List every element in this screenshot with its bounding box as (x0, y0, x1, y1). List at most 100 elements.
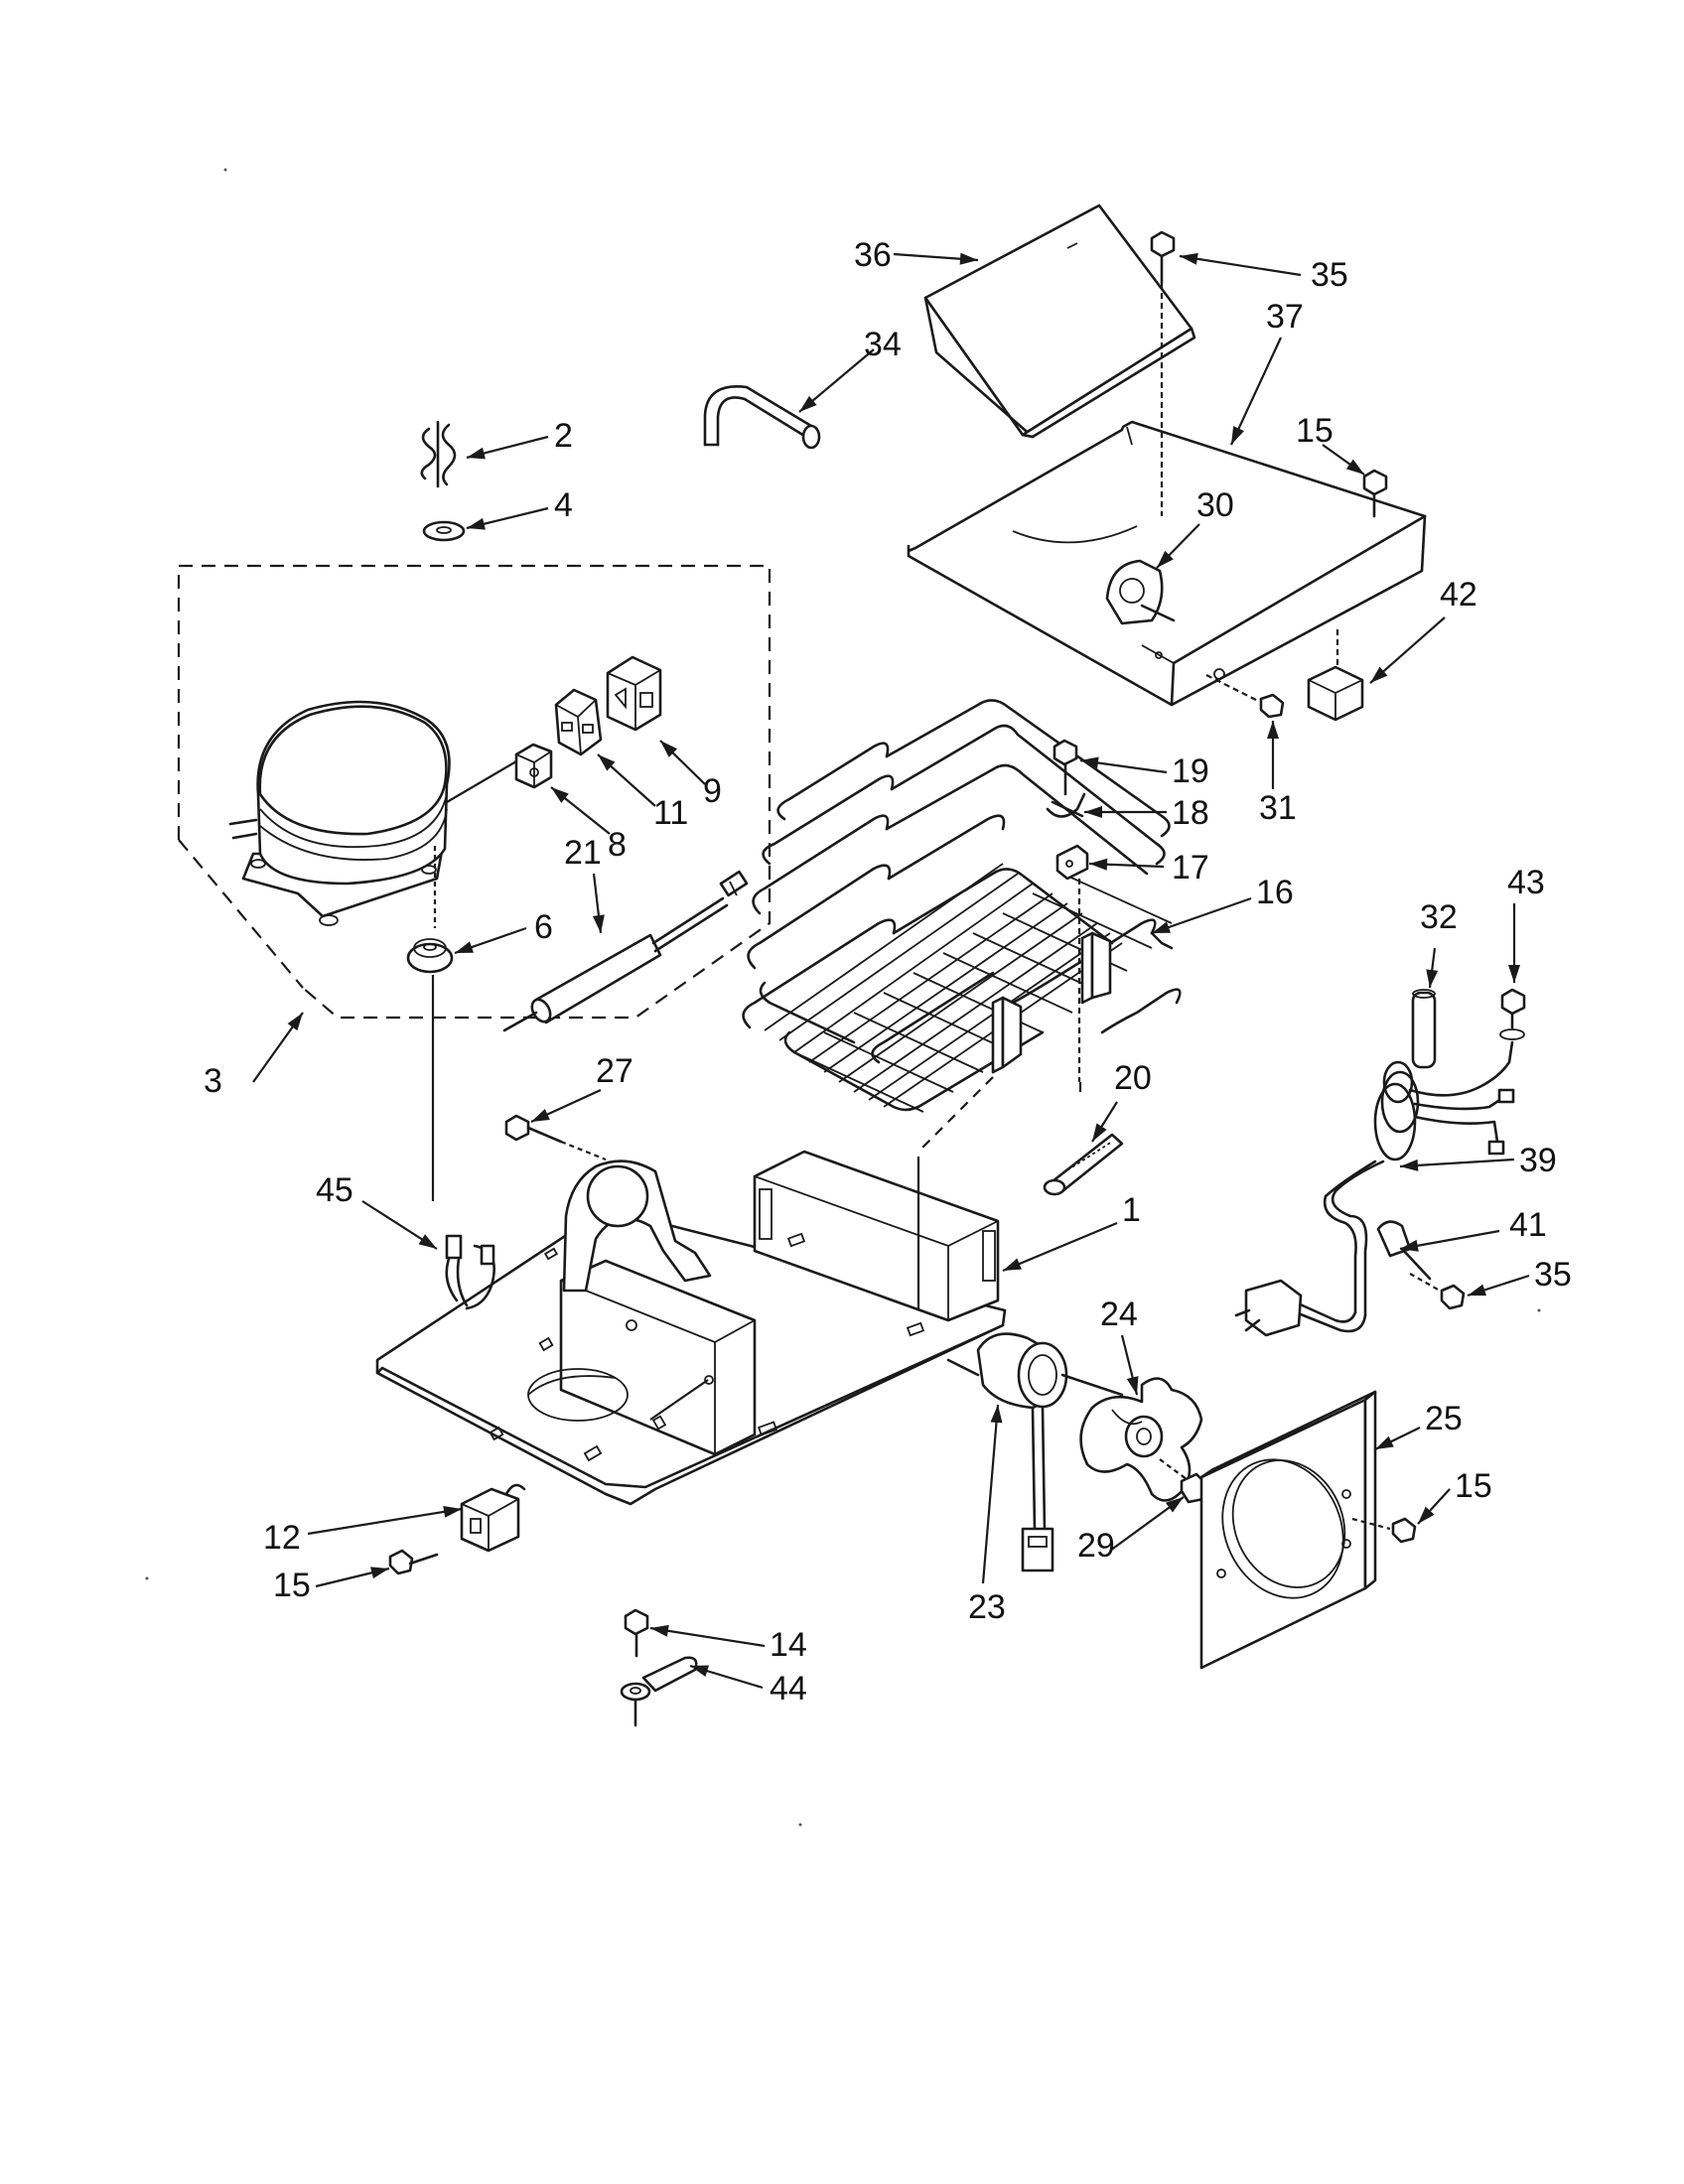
part-15-screw-left (388, 1549, 439, 1575)
callout-label-16: 16 (1256, 874, 1294, 911)
part-42-connector (1307, 625, 1364, 722)
leader-arrow-24 (1126, 1376, 1139, 1395)
leader-arrow-15b (1418, 1506, 1435, 1524)
callout-label-14: 14 (770, 1626, 807, 1664)
leader-line-39 (1399, 1158, 1515, 1168)
leader-arrow-39 (1400, 1159, 1419, 1171)
callout-label-8: 8 (608, 826, 627, 864)
callout-label-36: 36 (854, 236, 892, 274)
leader-arrow-9 (660, 741, 678, 757)
leader-arrow-45 (418, 1234, 437, 1249)
leader-arrow-8 (551, 787, 569, 803)
callout-label-15b: 15 (1455, 1467, 1492, 1505)
callout-label-42: 42 (1440, 576, 1477, 614)
part-20-tie-strap (1043, 1133, 1124, 1196)
leader-arrow-42 (1370, 666, 1388, 683)
part-9-capacitor-cover (606, 655, 662, 732)
leader-arrow-34 (799, 395, 817, 412)
leader-arrow-32 (1426, 969, 1439, 988)
leader-arrow-17 (1089, 858, 1108, 871)
leader-arrow-30 (1157, 550, 1174, 568)
leader-line-12 (307, 1507, 463, 1536)
callout-label-2: 2 (554, 417, 573, 455)
leader-line-37 (1230, 337, 1282, 446)
callout-label-32: 32 (1420, 898, 1458, 936)
part-43-screw (1499, 988, 1526, 1040)
leader-line-23 (981, 1404, 1000, 1584)
part-35-screw-top (1150, 230, 1176, 516)
leader-arrow-1 (1003, 1258, 1022, 1271)
callout-label-11: 11 (653, 794, 688, 832)
part-4-washer (422, 520, 466, 542)
part-17-block (1055, 844, 1089, 881)
leader-arrow-25 (1375, 1435, 1394, 1449)
leader-line-35a (1179, 254, 1302, 277)
leader-arrow-44 (690, 1665, 709, 1677)
callout-label-15a: 15 (1296, 412, 1333, 450)
callout-label-39: 39 (1519, 1142, 1557, 1179)
part-39-power-cord (1234, 1040, 1515, 1337)
part-12-switch (460, 1483, 526, 1553)
callout-label-9: 9 (703, 772, 722, 810)
part-24-fan-blade (1079, 1377, 1203, 1502)
callout-label-31: 31 (1259, 789, 1297, 827)
leader-line-14 (649, 1626, 766, 1648)
callout-label-44: 44 (770, 1670, 807, 1707)
leader-arrow-3 (287, 1013, 303, 1031)
leader-arrow-11 (598, 754, 616, 771)
leader-arrow-43 (1508, 965, 1520, 983)
leader-line-1 (1002, 1221, 1118, 1273)
callout-label-41: 41 (1509, 1206, 1547, 1244)
leader-arrow-35b (1468, 1284, 1486, 1297)
leader-arrow-41 (1400, 1239, 1419, 1252)
part-44-clip (620, 1656, 698, 1727)
callout-label-24: 24 (1100, 1296, 1138, 1333)
part-23-fan-motor (946, 1332, 1124, 1572)
leader-arrow-23 (990, 1405, 1003, 1424)
callout-label-18: 18 (1172, 794, 1209, 832)
leader-arrow-37 (1231, 426, 1245, 445)
part-21-drier (502, 870, 749, 1032)
leader-arrow-27 (531, 1109, 550, 1122)
part-37-bracket (907, 420, 1427, 707)
leader-arrow-19 (1080, 756, 1099, 769)
part-27-screw (504, 1114, 607, 1161)
part-11-relay (554, 688, 603, 756)
callout-label-1: 1 (1122, 1191, 1141, 1229)
callout-label-29: 29 (1077, 1527, 1115, 1565)
leader-arrow-29 (1165, 1497, 1184, 1513)
callout-label-15c: 15 (273, 1567, 311, 1604)
part-45-harness (445, 1234, 495, 1310)
leader-arrow-15a (1345, 459, 1364, 475)
part-15-screw-right (1351, 1517, 1417, 1544)
part-30-actuator (1105, 559, 1176, 625)
leader-arrow-6 (455, 941, 474, 953)
leader-arrow-18 (1084, 806, 1102, 818)
leader-arrow-36 (959, 252, 978, 265)
leader-arrow-4 (467, 517, 486, 530)
leader-arrow-31 (1267, 721, 1279, 739)
callout-label-19: 19 (1172, 752, 1209, 790)
callout-label-37: 37 (1266, 298, 1304, 336)
part-14-screw (624, 1608, 649, 1658)
part-3-compressor (228, 700, 517, 926)
part-36-cover (923, 204, 1196, 439)
part-35-screw-right (1409, 1273, 1466, 1310)
callout-label-34: 34 (864, 326, 902, 363)
callout-label-23: 23 (968, 1588, 1006, 1626)
leader-arrow-14 (650, 1624, 669, 1637)
part-15-screw-top (1362, 469, 1388, 518)
part-8-overload (514, 743, 553, 789)
callout-label-43: 43 (1507, 864, 1545, 901)
callout-label-6: 6 (534, 908, 553, 946)
part-34-hose (703, 385, 821, 450)
leader-arrow-35a (1180, 252, 1198, 265)
callout-label-25: 25 (1425, 1400, 1463, 1437)
leader-arrow-16 (1152, 921, 1171, 933)
part-6-grommet (406, 846, 454, 1201)
leader-arrow-21 (592, 914, 605, 933)
part-18-clip (1046, 792, 1086, 818)
